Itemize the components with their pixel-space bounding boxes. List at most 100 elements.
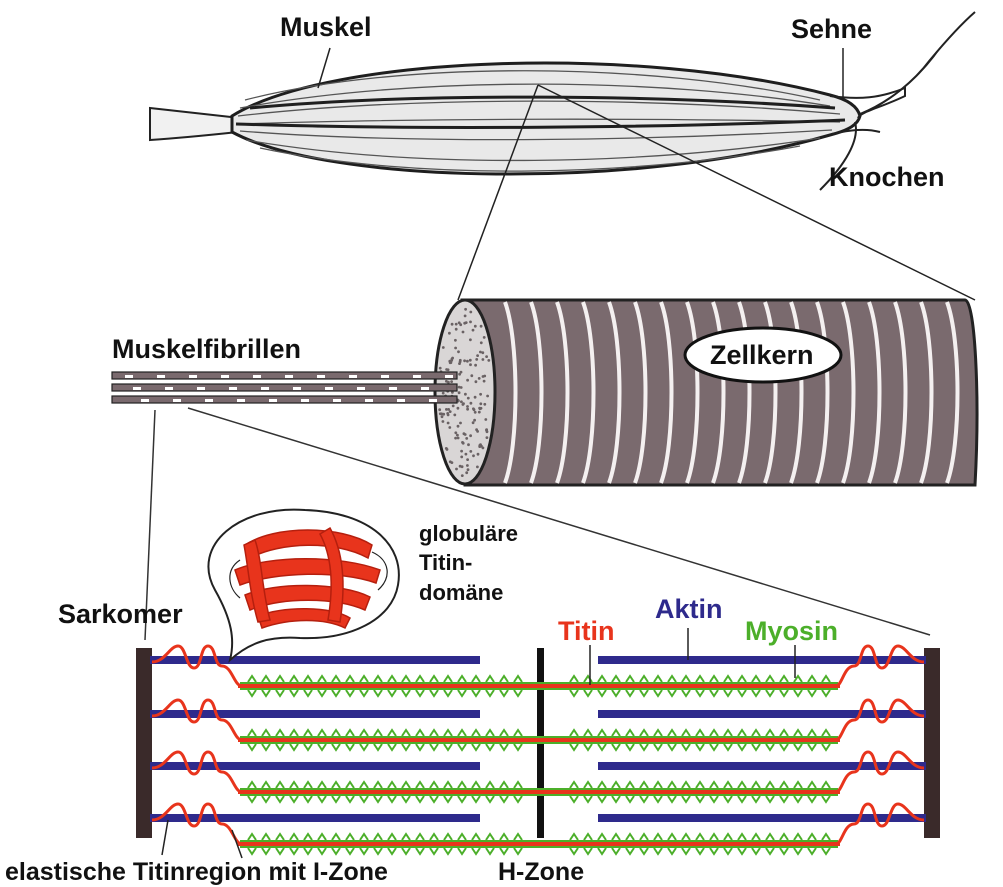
cross-section-dot — [470, 402, 473, 405]
fibril-band — [253, 375, 261, 378]
cross-section-dot — [466, 458, 469, 461]
cross-section-dot — [442, 392, 445, 395]
cross-section-dot — [458, 373, 461, 376]
cross-section-dot — [462, 403, 465, 406]
cross-section-dot — [469, 450, 472, 453]
fibril-band — [317, 375, 325, 378]
cross-section-dot — [487, 359, 490, 362]
titin-filament — [238, 684, 840, 688]
fibril-band — [197, 387, 205, 390]
label-globulaere-3: domäne — [419, 580, 503, 605]
titin-elastic-region — [152, 752, 242, 792]
cross-section-dot — [457, 437, 460, 440]
z-disc-right — [924, 648, 940, 838]
label-aktin: Aktin — [655, 594, 723, 624]
titin-domain-bubble — [208, 510, 398, 660]
fibril-band — [429, 399, 437, 402]
cross-section-dot — [453, 414, 456, 417]
fibril-band — [333, 399, 341, 402]
titin-elastic-region — [836, 646, 924, 686]
cross-section-dot — [470, 374, 473, 377]
cross-section-dot — [473, 419, 476, 422]
cross-section-dot — [459, 422, 462, 425]
cross-section-dot — [472, 454, 475, 457]
cross-section-dot — [450, 359, 453, 362]
cross-section-dot — [457, 425, 460, 428]
sarcomere — [136, 646, 940, 854]
fibril-band — [389, 387, 397, 390]
cross-section-dot — [469, 321, 472, 324]
cross-section-dot — [455, 323, 458, 326]
cross-section-dot — [461, 465, 464, 468]
label-sehne: Sehne — [791, 14, 872, 44]
cross-section-dot — [474, 364, 477, 367]
cross-section-dot — [455, 468, 458, 471]
cross-section-dot — [472, 407, 475, 410]
cross-section-dot — [475, 380, 478, 383]
cross-section-dot — [478, 444, 481, 447]
fibril-band — [221, 375, 229, 378]
cross-section-dot — [446, 448, 449, 451]
z-disc-left — [136, 648, 152, 838]
fibril-band — [133, 387, 141, 390]
fibril-band — [413, 375, 421, 378]
cross-section-dot — [480, 325, 483, 328]
cross-section-dot — [454, 339, 457, 342]
label-muskelfibrillen: Muskelfibrillen — [112, 334, 301, 364]
label-zellkern: Zellkern — [710, 340, 814, 370]
titin-elastic-region — [836, 804, 924, 844]
cross-section-dot — [479, 393, 482, 396]
cross-section-dot — [445, 368, 448, 371]
cross-section-dot — [454, 347, 457, 350]
fibril-band — [349, 375, 357, 378]
fibril-band — [293, 387, 301, 390]
cross-section-dot — [451, 323, 454, 326]
cross-section-dot — [484, 418, 487, 421]
cross-section-dot — [466, 405, 469, 408]
fibril-band — [269, 399, 277, 402]
cross-section-dot — [465, 437, 468, 440]
cross-section-dot — [445, 380, 448, 383]
cross-section-dot — [465, 471, 468, 474]
cross-section-dot — [451, 357, 454, 360]
cross-section-dot — [449, 460, 452, 463]
label-titin: Titin — [558, 616, 615, 646]
cross-section-dot — [476, 354, 479, 357]
cross-section-dot — [462, 331, 465, 334]
cross-section-dot — [466, 360, 469, 363]
cross-section-dot — [460, 450, 463, 453]
titin-elastic-region — [836, 700, 924, 740]
cross-section-dot — [441, 415, 444, 418]
cross-section-dot — [469, 338, 472, 341]
cross-section-dot — [472, 329, 475, 332]
cross-section-dot — [466, 464, 469, 467]
fibril-band — [357, 387, 365, 390]
label-h-zone: H-Zone — [498, 858, 584, 886]
cross-section-dot — [442, 420, 445, 423]
cross-section-dot — [458, 386, 461, 389]
cross-section-dot — [461, 474, 464, 477]
label-knochen: Knochen — [829, 162, 945, 192]
titin-filament — [238, 842, 840, 846]
fibril-band — [365, 399, 373, 402]
fibril-band — [205, 399, 213, 402]
cross-section-dot — [474, 325, 477, 328]
fibril-band — [125, 375, 133, 378]
cross-section-dot — [474, 396, 477, 399]
cross-section-dot — [438, 408, 441, 411]
cross-section-dot — [457, 407, 460, 410]
label-globulaere-1: globuläre — [419, 521, 518, 546]
titin-filament — [238, 738, 840, 742]
label-globulaere-2: Titin- — [419, 550, 472, 575]
cross-section-dot — [447, 422, 450, 425]
cross-section-dot — [459, 323, 462, 326]
cross-section-dot — [467, 468, 470, 471]
cross-section-dot — [461, 441, 464, 444]
cross-section-dot — [457, 350, 460, 353]
fibril-band — [381, 375, 389, 378]
cross-section-dot — [475, 428, 478, 431]
fibril-band — [445, 375, 453, 378]
cross-section-dot — [483, 336, 486, 339]
cross-section-dot — [479, 402, 482, 405]
